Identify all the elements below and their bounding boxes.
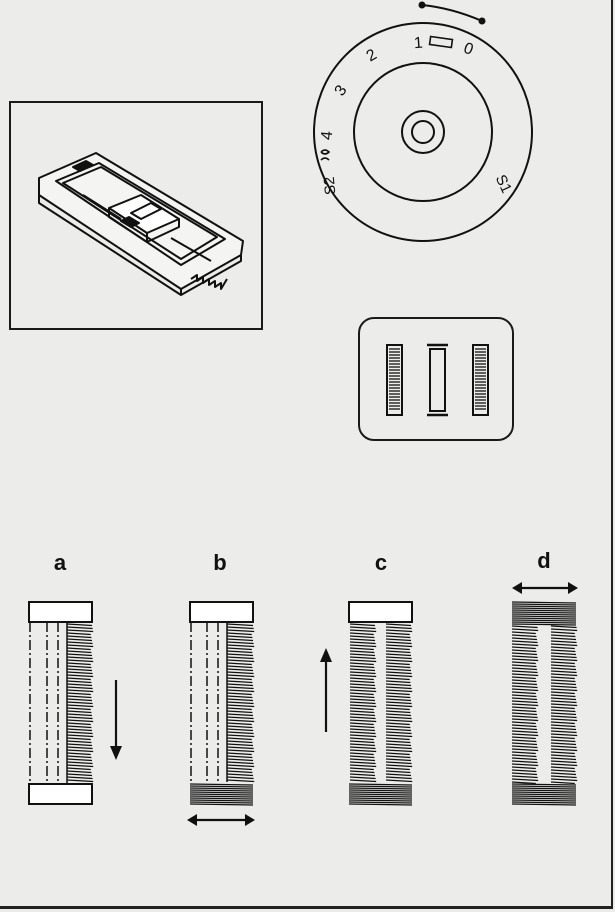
panel-stitch-ticks [389,348,486,410]
dial-middle-ring [353,62,493,202]
dial-hub-ring [401,110,445,154]
step-d-right-stitches [550,625,578,785]
dial-mark-s2: S2 [321,176,340,196]
bartack-top [348,601,413,623]
panel-left-bar [386,344,403,416]
arrow-right-icon [568,582,578,594]
step-a-diagram [20,598,130,810]
dial-hub [411,120,435,144]
dial-mark-4: 4 [319,130,337,140]
step-d-diagram [500,572,590,810]
bartack-bottom [28,783,93,805]
dial-mark-1: 1 [413,35,423,53]
step-label-d: d [537,548,551,573]
arrow-down-icon [110,746,122,760]
dial-mark-s1: S1 [492,172,515,196]
arrow-left-icon [187,814,197,826]
arrow-left-icon [512,582,522,594]
step-label-a: a [53,550,67,575]
step-c-bartack [348,783,413,806]
stretch-stitch-icon [320,149,331,161]
step-b-bartack [189,783,254,806]
arrow-right-icon [245,814,255,826]
step-label-b: b [213,550,227,575]
buttonhole-foot-illustration [9,101,263,330]
buttonhole-symbol-panel [358,317,514,441]
arrow-up-icon [320,648,332,662]
buttonhole-symbol-icon [428,35,454,49]
dial-outer-ring [313,22,533,242]
step-a-stitches [66,623,94,783]
step-b-stitches [226,623,255,783]
step-c-diagram [310,598,420,810]
dial-indicator-dot-right [478,17,486,25]
step-b-diagram [183,598,273,830]
panel-center-bar [429,348,446,412]
panel-right-bar [472,344,489,416]
step-label-c: c [374,550,388,575]
step-c-right-stitches [385,623,413,783]
stitch-dial: 1 0 2 3 4 S2 S1 [312,0,534,245]
step-d-left-stitches [511,625,539,785]
step-d-top-bartack [511,601,577,626]
dial-indicator-line [421,4,483,22]
step-c-left-stitches [349,623,377,783]
buttonhole-foot-drawing [38,152,244,296]
bartack-top [28,601,93,623]
step-d-bottom-bartack [511,783,577,806]
dial-indicator-dot-left [418,1,426,9]
bartack-top [189,601,254,623]
